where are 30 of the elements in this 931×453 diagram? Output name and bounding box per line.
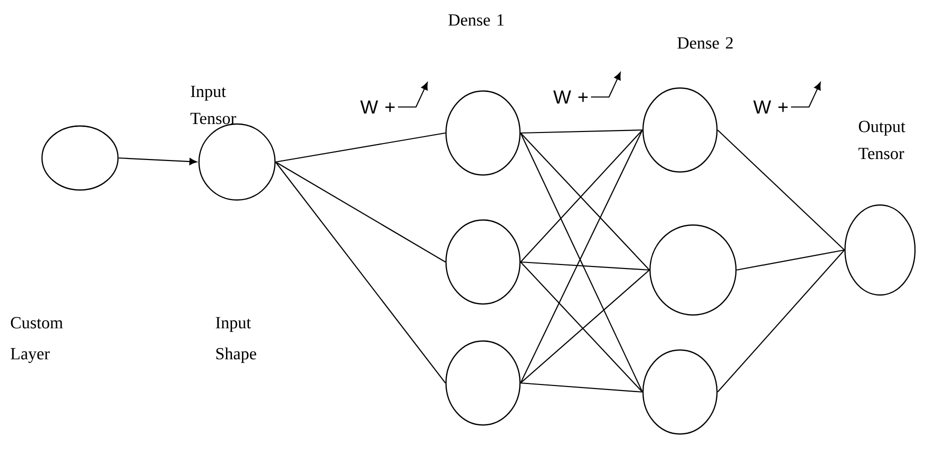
neuron-circle [844,204,916,296]
connection-line [276,132,446,163]
neuron-circle [649,224,737,316]
neuron-circle [445,219,521,305]
neuron-circle [642,87,718,173]
connection-line [520,382,642,393]
weight-label: W + [360,100,395,114]
connection-line [520,270,650,384]
layer-label: Input Shape [216,317,256,363]
layer-label: Dense 2 [678,37,733,49]
connection-line [520,262,643,392]
neuron-circle [445,340,521,426]
neuron-circle [41,125,119,191]
connection-line [520,261,650,271]
connection-line [736,249,845,271]
weight-label: W + [553,90,588,104]
neuron-circle [445,90,521,176]
layer-label: Custom Layer [10,317,63,363]
node-caption: Output Tensor [858,120,906,160]
arrow [118,157,198,166]
weight-label: W + [753,100,788,114]
connection-line [275,162,446,384]
node-caption: Input Tensor [190,86,236,124]
connection-line [717,130,845,250]
connection-line [717,250,845,392]
connection-line [275,162,446,262]
neuron-circle [642,349,718,435]
layer-label: Dense 1 [448,14,504,26]
connection-line [520,129,642,134]
neuron-circle [198,123,276,201]
